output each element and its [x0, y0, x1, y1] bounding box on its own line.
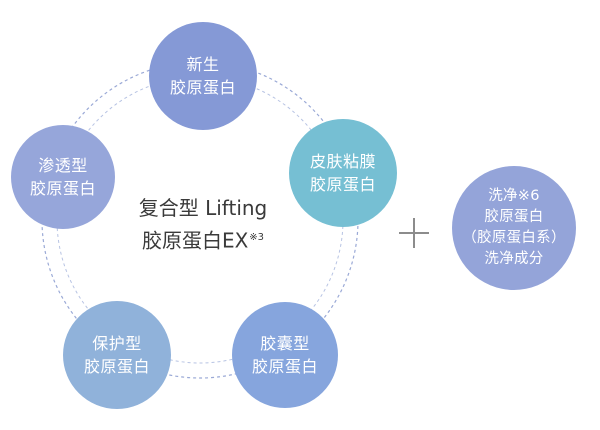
node-protective-collagen-line1: 保护型: [92, 334, 142, 353]
center-label-line1: 复合型 Lifting: [138, 196, 268, 220]
node-penetrating-collagen: 渗透型 胶原蛋白: [11, 125, 115, 229]
plus-icon: [399, 218, 429, 248]
node-skin-mucosa-collagen-line2: 胶原蛋白: [309, 175, 376, 194]
node-capsule-collagen-line2: 胶原蛋白: [251, 357, 318, 376]
node-new-collagen-line2: 胶原蛋白: [169, 78, 236, 97]
center-label-line2: 胶原蛋白EX※3: [118, 223, 288, 256]
node-capsule-collagen: 胶囊型 胶原蛋白: [232, 302, 338, 408]
plus-icon-vertical: [413, 218, 415, 248]
node-penetrating-collagen-line1: 渗透型: [38, 156, 88, 175]
node-penetrating-collagen-line2: 胶原蛋白: [29, 179, 96, 198]
node-cleansing-collagen-line1: 洗净※6: [488, 188, 540, 204]
node-cleansing-collagen-line3: （胶原蛋白系）: [462, 230, 566, 246]
node-cleansing-collagen-line4: 洗净成分: [484, 251, 544, 267]
node-new-collagen-line1: 新生: [186, 55, 220, 74]
center-label-note: ※3: [249, 232, 265, 243]
node-skin-mucosa-collagen-line1: 皮肤粘膜: [309, 152, 376, 171]
node-new-collagen: 新生 胶原蛋白: [149, 22, 257, 130]
node-protective-collagen: 保护型 胶原蛋白: [63, 301, 171, 409]
node-protective-collagen-line2: 胶原蛋白: [83, 357, 150, 376]
node-cleansing-collagen-line2: 胶原蛋白: [484, 209, 544, 225]
center-label-main: 胶原蛋白EX: [141, 228, 249, 253]
center-label: 复合型 Lifting 胶原蛋白EX※3: [118, 193, 288, 256]
node-skin-mucosa-collagen: 皮肤粘膜 胶原蛋白: [289, 119, 397, 227]
node-capsule-collagen-line1: 胶囊型: [260, 334, 310, 353]
node-cleansing-collagen: 洗净※6 胶原蛋白 （胶原蛋白系） 洗净成分: [452, 166, 576, 290]
